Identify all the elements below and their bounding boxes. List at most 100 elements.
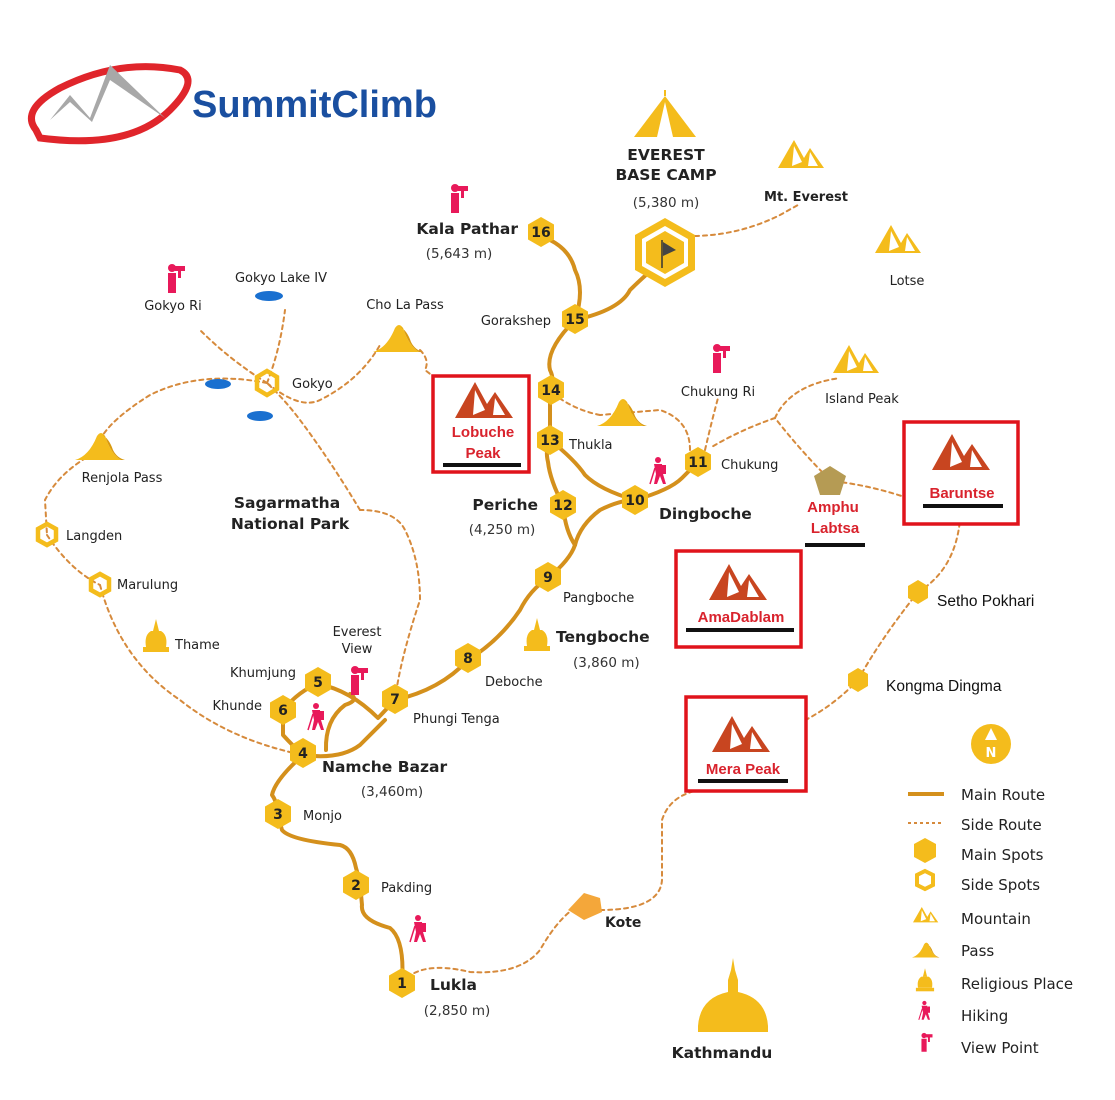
main-spot-10[interactable]: 10 [622,485,648,515]
legend-item: Mountain [913,907,1031,928]
amadablam-label: AmaDablam [698,609,785,626]
lobuche-peak-box[interactable]: Lobuche Peak [431,374,531,474]
main-spot-7[interactable]: 7 [382,684,408,714]
main-spot-hexagon-icon [562,304,588,334]
spot-label: Deboche [485,675,543,690]
main-spot-hexagon-icon [455,643,481,673]
legend-hiking-icon [918,1000,931,1021]
legend-item: Hiking [918,1000,1008,1025]
main-spot-12[interactable]: 12 [550,490,576,520]
main-spot-hexagon-icon [685,447,711,477]
main-spot-9[interactable]: 9 [535,562,561,592]
gokyo-lake-label: Gokyo Lake IV [235,271,327,286]
side-spot-kongma-dingma[interactable] [848,668,868,692]
side-spot-langden[interactable] [35,521,59,548]
park-label-2: National Park [231,515,350,533]
spot-altitude: (2,850 m) [424,1003,491,1019]
main-spot-hexagon-icon [538,375,564,405]
langden-label: Langden [66,529,122,544]
legend-item: Pass [912,942,994,960]
spot-label: Periche [472,496,538,514]
legend-item: Side Spots [915,868,1040,894]
main-spot-2[interactable]: 2 [343,870,369,900]
lake-icon [205,379,231,389]
gokyo-ri-viewpoint-icon [168,264,185,293]
legend-label: Side Route [961,816,1042,834]
main-spot-16[interactable]: 16 [528,217,554,247]
side-spot-marulung[interactable] [88,571,112,598]
gokyo-lake-iv-icon [255,291,283,301]
chukung-ri-viewpoint-icon [713,344,730,373]
spot-label: Kala Pathar [416,220,518,238]
main-spot-11[interactable]: 11 [685,447,711,477]
amphu-labtsa-pass-marker[interactable] [814,466,846,495]
amphu-labtsa-label-2: Labtsa [811,520,860,537]
main-spot-1[interactable]: 1 [389,968,415,998]
main-spot-number: 7 [390,692,400,708]
chukung-ri-label: Chukung Ri [681,385,755,400]
main-spot-number: 5 [313,675,323,691]
legend-side-spot-icon [915,868,935,892]
lake-icon [247,411,273,421]
kote-marker[interactable] [568,893,602,920]
spot-label: Lukla [430,976,477,994]
legend-item: Main Spots [914,838,1044,864]
main-spot-hexagon-icon [305,667,331,697]
gokyo-ri-label: Gokyo Ri [144,299,202,314]
everest-view-label-1: Everest [333,625,382,640]
mt-everest-mountain-icon [778,140,824,168]
baruntse-label: Baruntse [929,485,994,502]
legend-item: Main Route [908,786,1045,804]
main-spot-13[interactable]: 13 [537,425,563,455]
main-spot-number: 3 [273,807,283,823]
main-spot-8[interactable]: 8 [455,643,481,673]
island-peak-mountain-icon [833,345,879,373]
main-spot-14[interactable]: 14 [538,375,564,405]
tengboche-label: Tengboche [556,628,650,646]
main-spot-3[interactable]: 3 [265,799,291,829]
spot-label: Pangboche [563,591,634,606]
renjola-pass-label: Renjola Pass [82,471,163,486]
main-spot-6[interactable]: 6 [270,695,296,725]
legend-label: Pass [961,942,994,960]
island-peak-label: Island Peak [825,392,899,407]
legend-religious-place-icon [915,968,935,992]
legend-pass-icon [912,942,940,958]
compass-label: N [986,746,997,761]
legend-label: Side Spots [961,876,1040,894]
main-spot-number: 15 [565,312,584,328]
main-spot-4[interactable]: 4 [290,738,316,768]
legend-view-point-icon [921,1032,933,1052]
amphu-labtsa-label-1: Amphu [807,499,859,516]
main-spot-number: 2 [351,878,361,894]
amadablam-peak-box[interactable]: AmaDablam [674,549,803,649]
legend-label: Religious Place [961,975,1073,993]
legend-mountain-icon [913,907,939,923]
cho-la-pass-icon [373,325,423,352]
everest-base-camp-marker[interactable] [635,218,695,287]
main-spot-hexagon-icon [528,217,554,247]
legend-label: Main Route [961,786,1045,804]
everest-view-viewpoint-icon [351,666,368,695]
main-spot-5[interactable]: 5 [305,667,331,697]
hiking-icon [409,914,427,943]
side-spot-gokyo[interactable] [254,368,280,398]
kala-pathar-viewpoint-icon [451,184,468,213]
main-spot-15[interactable]: 15 [562,304,588,334]
side-spot-setho-pokhari[interactable] [908,580,928,604]
tengboche-religious-icon [524,618,550,651]
mera-peak-box[interactable]: Mera Peak [684,695,808,793]
baruntse-peak-box[interactable]: Baruntse [902,420,1020,526]
main-spot-hexagon-icon [550,490,576,520]
mt-everest-label: Mt. Everest [764,190,848,205]
main-spot-hexagon-icon [343,870,369,900]
park-label-1: Sagarmatha [234,494,340,512]
legend-item: View Point [921,1032,1039,1057]
legend-label: Hiking [961,1007,1008,1025]
legend-label: View Point [961,1039,1039,1057]
spot-altitude: (5,643 m) [426,246,493,262]
base-camp-title-1: EVEREST [627,146,705,164]
main-route-lines [270,230,700,985]
main-spot-hexagon-icon [290,738,316,768]
